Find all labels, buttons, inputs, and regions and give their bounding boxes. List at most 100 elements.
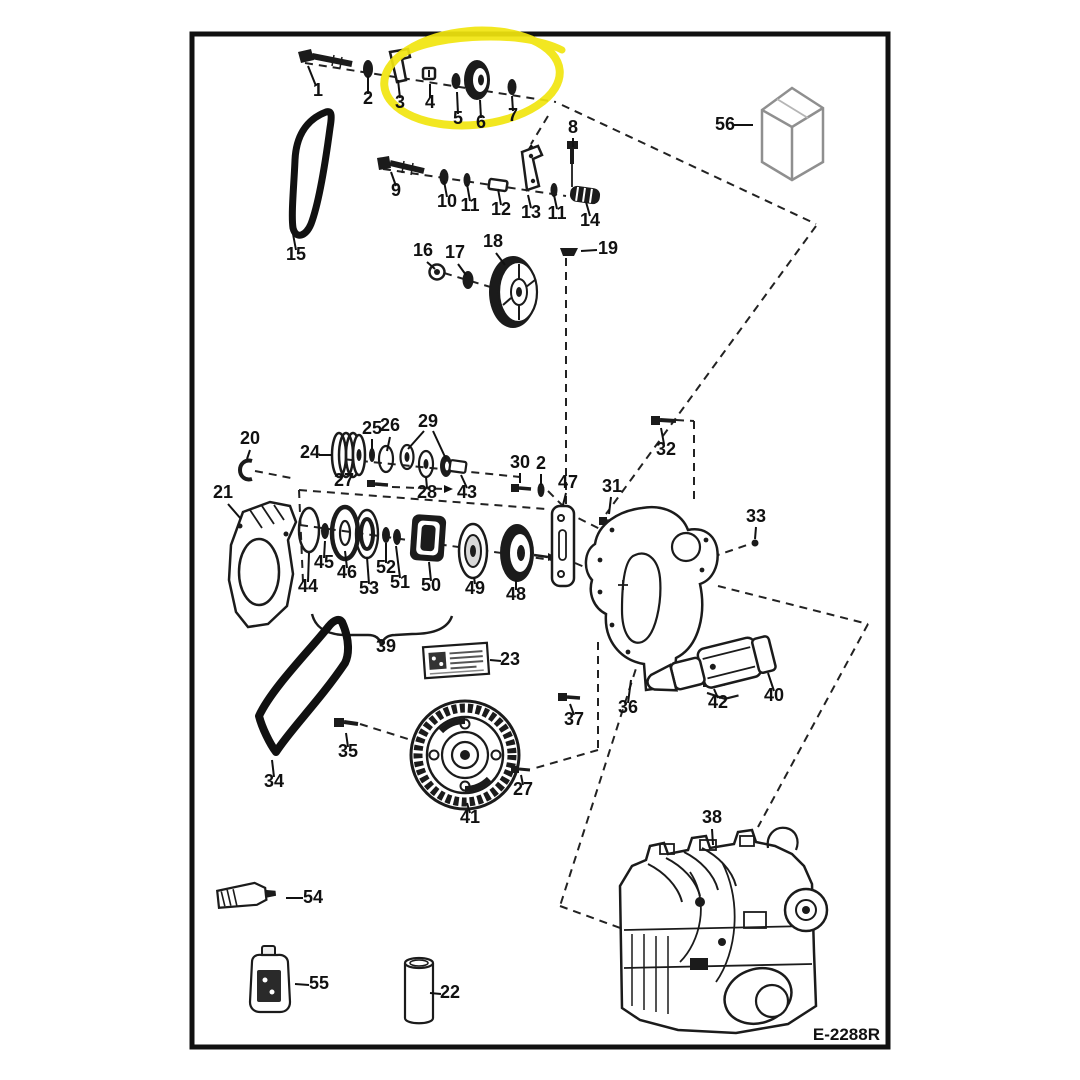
callout-leader-9 (390, 171, 397, 187)
part-washer-25 (369, 448, 375, 462)
callout-leader-38 (711, 828, 714, 846)
part-bolt-32 (651, 416, 677, 425)
callout-leader-6 (479, 99, 482, 119)
callout-leader-34 (271, 759, 275, 778)
part-bolt-30 (511, 484, 532, 492)
callout-leader-5 (456, 91, 459, 115)
parts-row-second (377, 141, 601, 205)
part-callout-19: 19 (598, 238, 618, 258)
part-callout-14: 14 (580, 210, 600, 230)
part-callout-51: 51 (390, 572, 410, 592)
part-pulley-48 (500, 524, 556, 582)
part-callout-18: 18 (483, 231, 503, 251)
highlight-circle (380, 26, 566, 130)
part-washer-28 (417, 449, 435, 479)
callout-leader-11 (466, 183, 471, 202)
part-callout-47: 47 (558, 472, 578, 492)
part-callout-25: 25 (362, 418, 382, 438)
part-callout-26: 26 (380, 415, 400, 435)
part-callout-35: 35 (338, 741, 358, 761)
part-washer-2 (363, 60, 373, 78)
part-callout-54: 54 (303, 887, 323, 907)
callout-leader-53 (366, 556, 370, 585)
callout-leader-46 (344, 550, 348, 569)
part-callout-20: 20 (240, 428, 260, 448)
callout-leader-32 (660, 427, 665, 445)
part-callout-39: 39 (376, 636, 396, 656)
part-spacer-43 (448, 459, 468, 474)
part-callout-34: 34 (264, 771, 284, 791)
callout-leader-21 (227, 503, 242, 520)
part-spring-14 (569, 185, 601, 205)
part-box-56 (760, 86, 825, 182)
part-callout-12: 12 (491, 199, 511, 219)
callout-leader-22 (429, 992, 442, 995)
part-canister-22 (403, 956, 435, 1025)
part-seal-53 (354, 508, 380, 560)
part-spacer-7 (507, 79, 517, 95)
callout-leader-12 (497, 188, 502, 206)
part-callout-8: 8 (568, 117, 578, 137)
part-callout-5: 5 (453, 108, 463, 128)
part-bolt-1 (298, 49, 353, 69)
callout-leader-41 (466, 802, 471, 814)
part-callout-11: 11 (460, 195, 479, 215)
part-callout-37: 37 (564, 709, 584, 729)
callout-leader-17 (457, 263, 467, 276)
part-callout-52: 52 (376, 557, 396, 577)
part-nut-4 (421, 66, 437, 81)
part-engine-38 (618, 826, 829, 1035)
part-callout-50: 50 (421, 575, 441, 595)
callout-leader-44 (307, 552, 310, 583)
part-washer-5 (451, 73, 461, 89)
callout-leader-16 (426, 261, 436, 270)
callout-leader-1 (307, 65, 317, 87)
part-callout-16: 16 (413, 240, 433, 260)
callout-leader-42 (713, 688, 719, 699)
part-callout-40: 40 (764, 685, 784, 705)
part-plate-47 (550, 504, 576, 588)
part-callout-21: 21 (213, 482, 233, 502)
part-callout-42: 42 (708, 692, 728, 712)
callout-leader-55 (294, 983, 310, 986)
part-pulley-6 (464, 60, 490, 100)
part-callout-4: 4 (425, 92, 435, 112)
part-callout-46: 46 (337, 562, 357, 582)
part-callout-48: 48 (506, 584, 526, 604)
part-callout-7: 7 (508, 105, 518, 125)
part-bolt-8 (567, 141, 578, 187)
callout-leader-40 (767, 672, 775, 692)
part-callout-45: 45 (314, 552, 334, 572)
part-callout-30: 30 (510, 452, 530, 472)
part-callout-53: 53 (359, 578, 379, 598)
part-ring-44 (297, 506, 321, 554)
callout-leader-14 (585, 201, 591, 217)
callout-leader-11 (553, 194, 558, 210)
part-callout-32: 32 (656, 439, 676, 459)
part-washer-11 (463, 173, 471, 187)
part-callout-36: 36 (618, 697, 638, 717)
part-key-19 (560, 248, 578, 256)
callout-leader-33 (754, 526, 757, 540)
callout-leader-37 (569, 703, 575, 716)
callout-leader-27 (520, 774, 524, 786)
part-pin-33 (751, 539, 759, 547)
callout-leader-28 (425, 476, 428, 489)
callout-leader-47 (562, 492, 567, 506)
part-callout-22: 22 (440, 982, 460, 1002)
part-washer-52 (382, 527, 390, 543)
part-callout-56: 56 (715, 114, 735, 134)
part-callout-24: 24 (300, 442, 320, 462)
part-callout-6: 6 (476, 112, 486, 132)
part-callout-9: 9 (391, 180, 401, 200)
part-bolt-37 (558, 693, 581, 701)
part-washer-51 (393, 529, 401, 545)
part-callout-11: 11 (547, 203, 566, 223)
part-callout-23: 23 (500, 649, 520, 669)
part-washer-11b (550, 183, 558, 197)
part-hub-49 (457, 522, 489, 580)
part-callout-17: 17 (445, 242, 465, 262)
callout-leader-15 (292, 233, 297, 251)
part-starter-40 (646, 635, 777, 700)
